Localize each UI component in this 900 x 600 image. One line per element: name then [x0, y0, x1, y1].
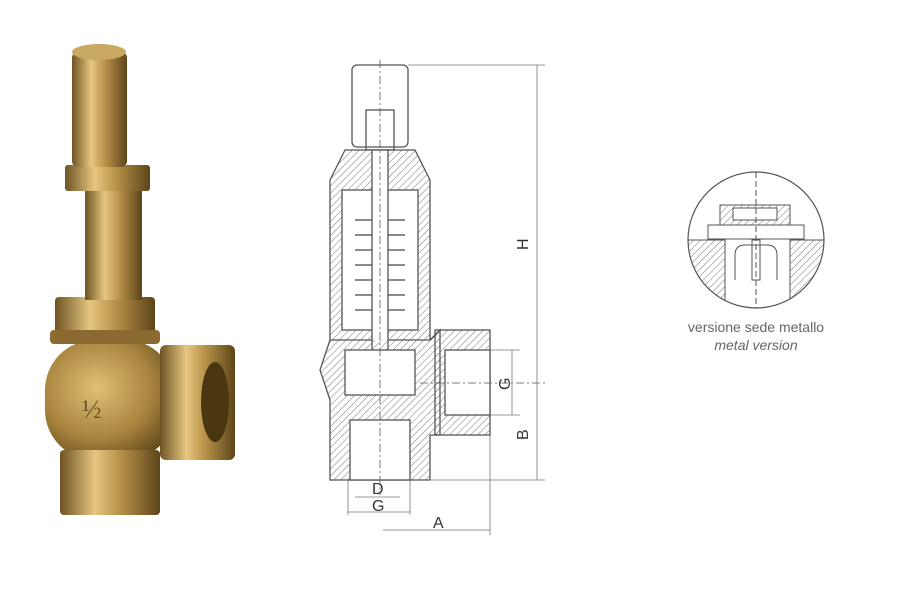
dim-label-a: A	[433, 515, 444, 532]
dim-label-d: D	[372, 481, 384, 498]
dimension-lines	[347, 64, 545, 535]
dim-label-h: H	[515, 238, 532, 250]
size-marking: ½	[82, 395, 102, 424]
dim-label-g-bottom: G	[372, 498, 384, 515]
dim-label-g-side: G	[497, 378, 514, 390]
valve-photo: ½	[45, 44, 235, 515]
detail-caption-english: metal version	[714, 337, 798, 353]
dim-label-b: B	[515, 429, 532, 440]
section-drawing	[319, 60, 545, 495]
detail-caption-italian: versione sede metallo	[687, 319, 825, 335]
metal-seat-detail	[687, 171, 825, 309]
